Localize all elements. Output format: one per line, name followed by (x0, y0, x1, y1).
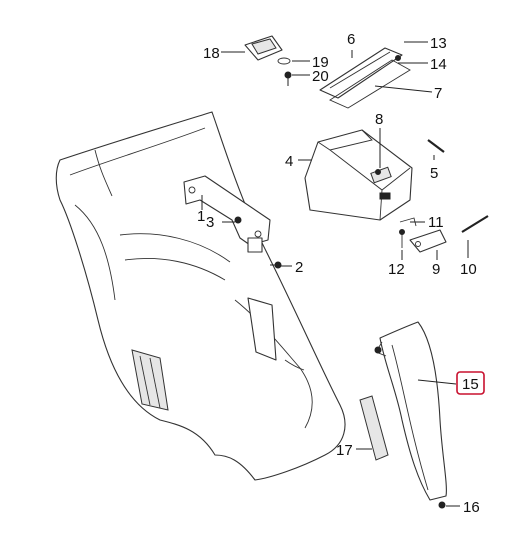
callout-4: 4 (285, 153, 293, 170)
callout-8: 8 (375, 111, 383, 128)
callout-15-highlight: 15 (456, 371, 485, 395)
part-15-side-panel (374, 321, 447, 501)
part-20-screw (284, 71, 292, 86)
part-1-bracket (183, 175, 271, 253)
callout-20: 20 (312, 68, 329, 85)
leader-lines (201, 41, 469, 507)
callout-11: 11 (428, 214, 444, 231)
highlight-box (456, 371, 485, 395)
part-5-pin (427, 139, 445, 153)
callout-2: 2 (295, 259, 303, 276)
callout-16: 16 (463, 499, 480, 516)
callout-15: 15 (462, 376, 479, 393)
part-7-seal (329, 59, 411, 109)
callout-13: 13 (430, 35, 447, 52)
callout-3: 3 (206, 214, 214, 231)
callout-14: 14 (430, 56, 447, 73)
part-2-screw (270, 261, 282, 269)
callout-1: 1 (197, 208, 205, 225)
part-6-lid (319, 47, 403, 99)
callout-6: 6 (347, 31, 355, 48)
callout-12: 12 (388, 261, 405, 278)
part-10-rod (461, 215, 489, 233)
part-9-hinge (409, 229, 447, 253)
callout-10: 10 (460, 261, 477, 278)
part-17-trim-strip (359, 395, 389, 461)
callout-19: 19 (312, 54, 329, 71)
part-8-bolt (375, 169, 381, 175)
callout-18: 18 (203, 45, 220, 62)
callout-labels: 18 6 13 14 19 20 7 8 4 5 1 3 11 2 12 9 1… (197, 31, 485, 516)
callout-5: 5 (430, 165, 438, 182)
part-19-washer (277, 57, 291, 65)
part-18-latch (244, 35, 283, 61)
fairing-panel (55, 111, 346, 481)
part-16-screw (438, 501, 446, 509)
callout-9: 9 (432, 261, 440, 278)
callout-17: 17 (336, 442, 353, 459)
part-3-screw (234, 216, 242, 224)
part-4-storage-box (304, 129, 413, 221)
part-12-screw (399, 229, 405, 248)
callout-7: 7 (434, 85, 442, 102)
part-11-clip (399, 217, 417, 227)
